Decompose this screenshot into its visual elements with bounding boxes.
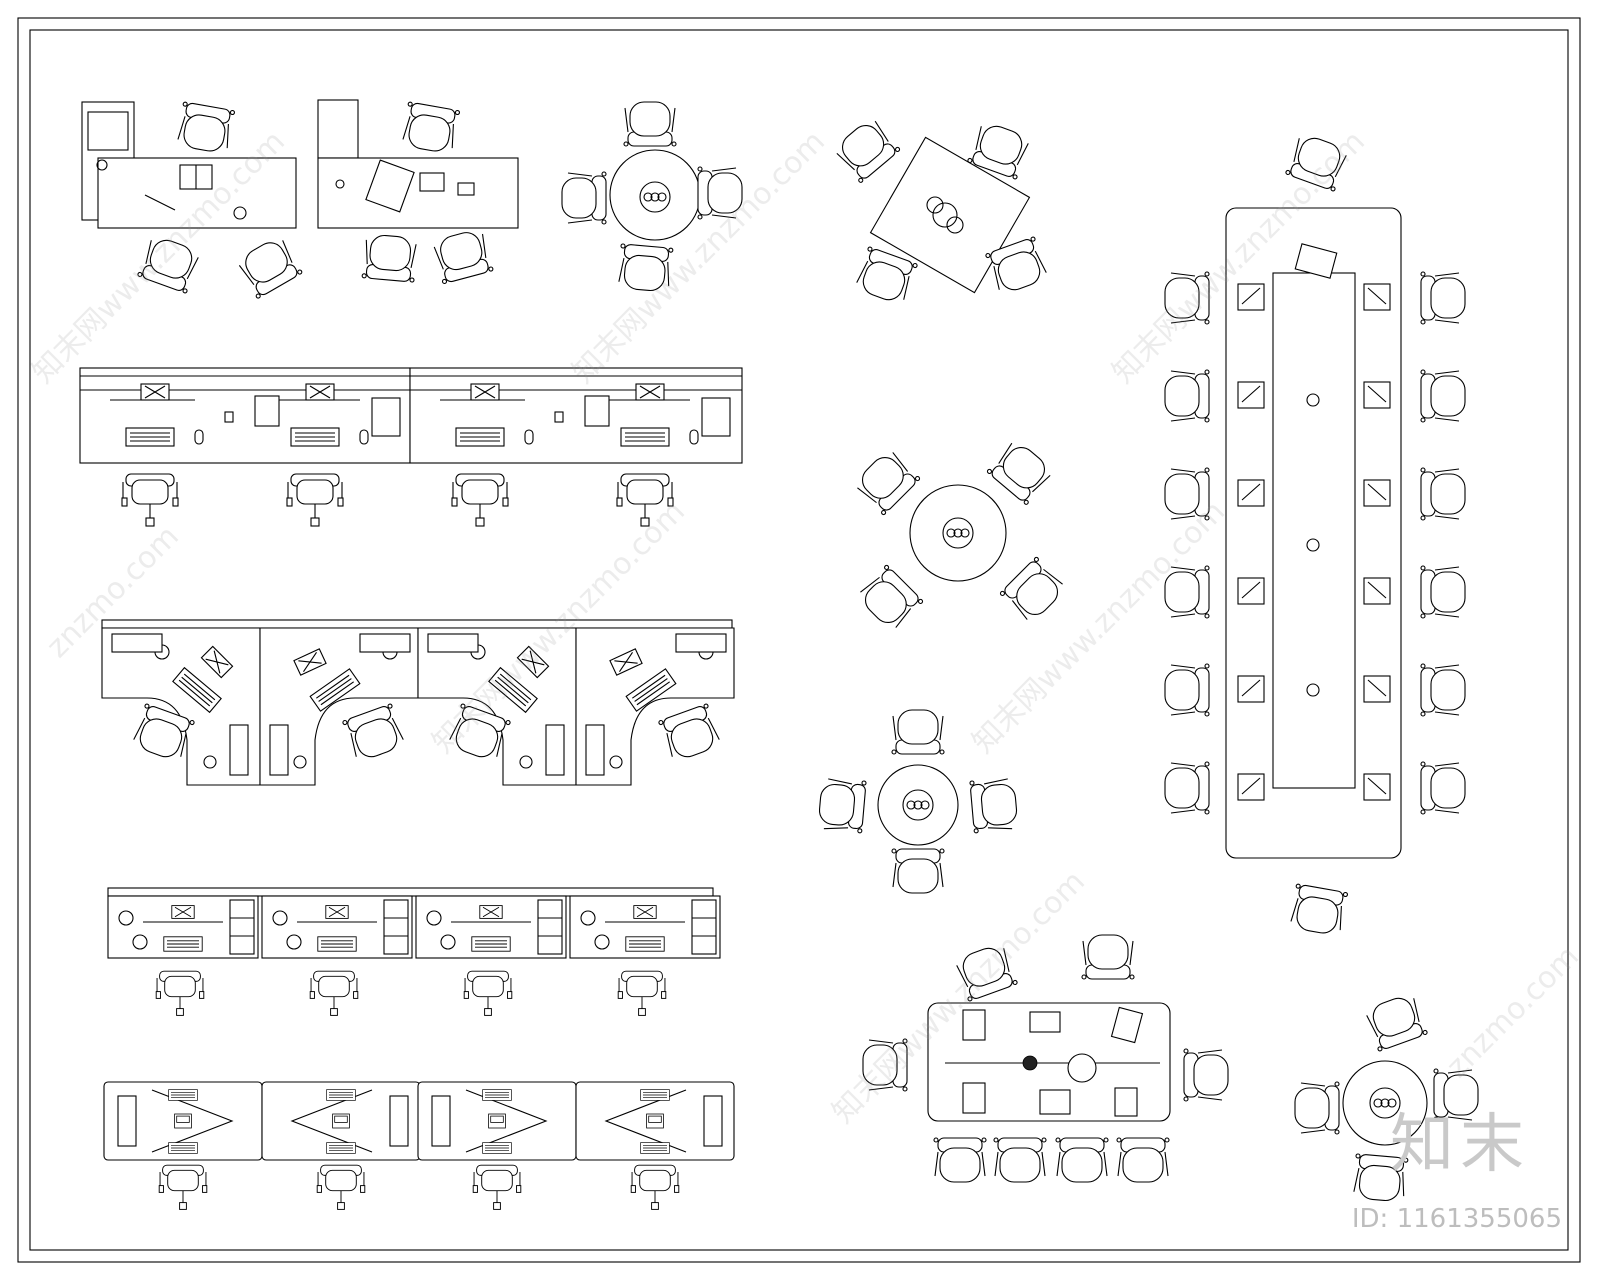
round-table-small bbox=[817, 709, 1019, 894]
bench-workstation-row bbox=[103, 1081, 735, 1210]
round-table-middle bbox=[851, 437, 1069, 634]
conference-seats bbox=[1164, 271, 1466, 815]
outer-border bbox=[17, 17, 1581, 1263]
executive-desk-1 bbox=[81, 101, 304, 300]
compact-workstation-row bbox=[107, 887, 721, 1016]
executive-desk-2 bbox=[317, 99, 519, 285]
conference-table bbox=[1225, 131, 1402, 937]
round-table-bottom-right bbox=[1294, 991, 1479, 1203]
inner-border bbox=[29, 29, 1569, 1251]
l-workstation-row bbox=[101, 619, 735, 786]
collaboration-table bbox=[862, 934, 1229, 1183]
square-table-rotated bbox=[831, 115, 1050, 307]
linear-workstation-row bbox=[79, 367, 743, 527]
round-table-top bbox=[561, 101, 743, 293]
